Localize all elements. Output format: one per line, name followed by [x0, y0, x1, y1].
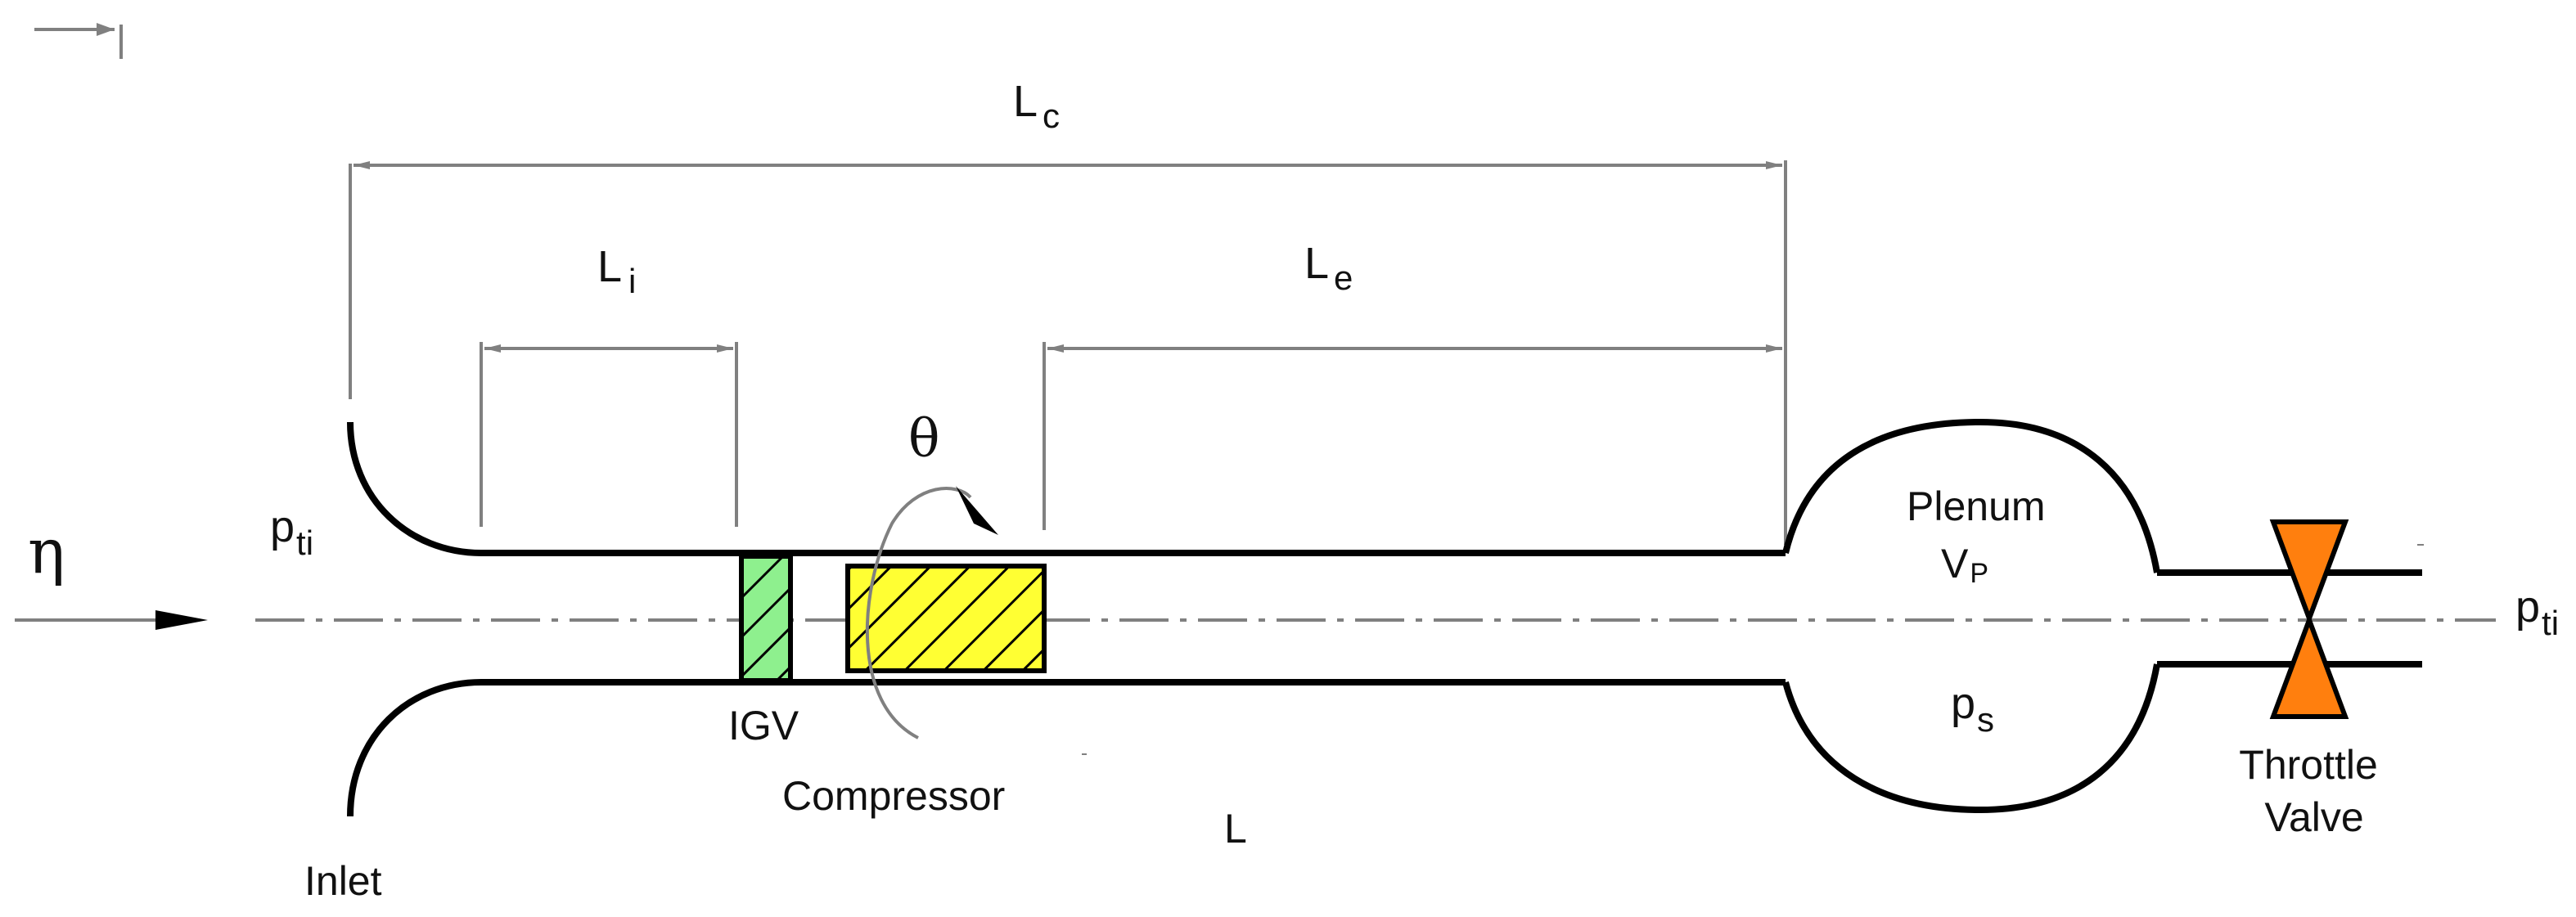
- dimension-li: [480, 342, 738, 527]
- ps-label: ps: [1951, 679, 1994, 739]
- inlet-label: Inlet: [304, 858, 382, 904]
- inlet-lower-wall: [347, 679, 1786, 817]
- throttle-valve: [2269, 519, 2349, 719]
- eta-label: η: [28, 515, 65, 587]
- flow-arrow: [15, 610, 208, 630]
- top-left-mark: [34, 23, 123, 59]
- dimension-le: [1043, 342, 1782, 530]
- compressor-label: Compressor: [782, 773, 1005, 819]
- throttle-valve-label: Throttle Valve: [2239, 742, 2389, 840]
- length-label: L: [1224, 806, 1247, 852]
- pti-right-label: pti: [2515, 582, 2559, 642]
- pti-left-label: pti: [270, 502, 313, 562]
- theta-label: θ: [908, 409, 940, 470]
- rotation-arrow: [865, 486, 998, 739]
- igv-label: IGV: [728, 703, 799, 748]
- plenum-vessel-bottom: [1782, 663, 2160, 814]
- dimension-lc: [349, 160, 1787, 545]
- inlet-upper-wall: [347, 421, 1786, 556]
- vp-label: VP: [1941, 541, 1988, 589]
- plenum-label: Plenum: [1907, 483, 2046, 529]
- plenum-vessel: [1782, 418, 2160, 573]
